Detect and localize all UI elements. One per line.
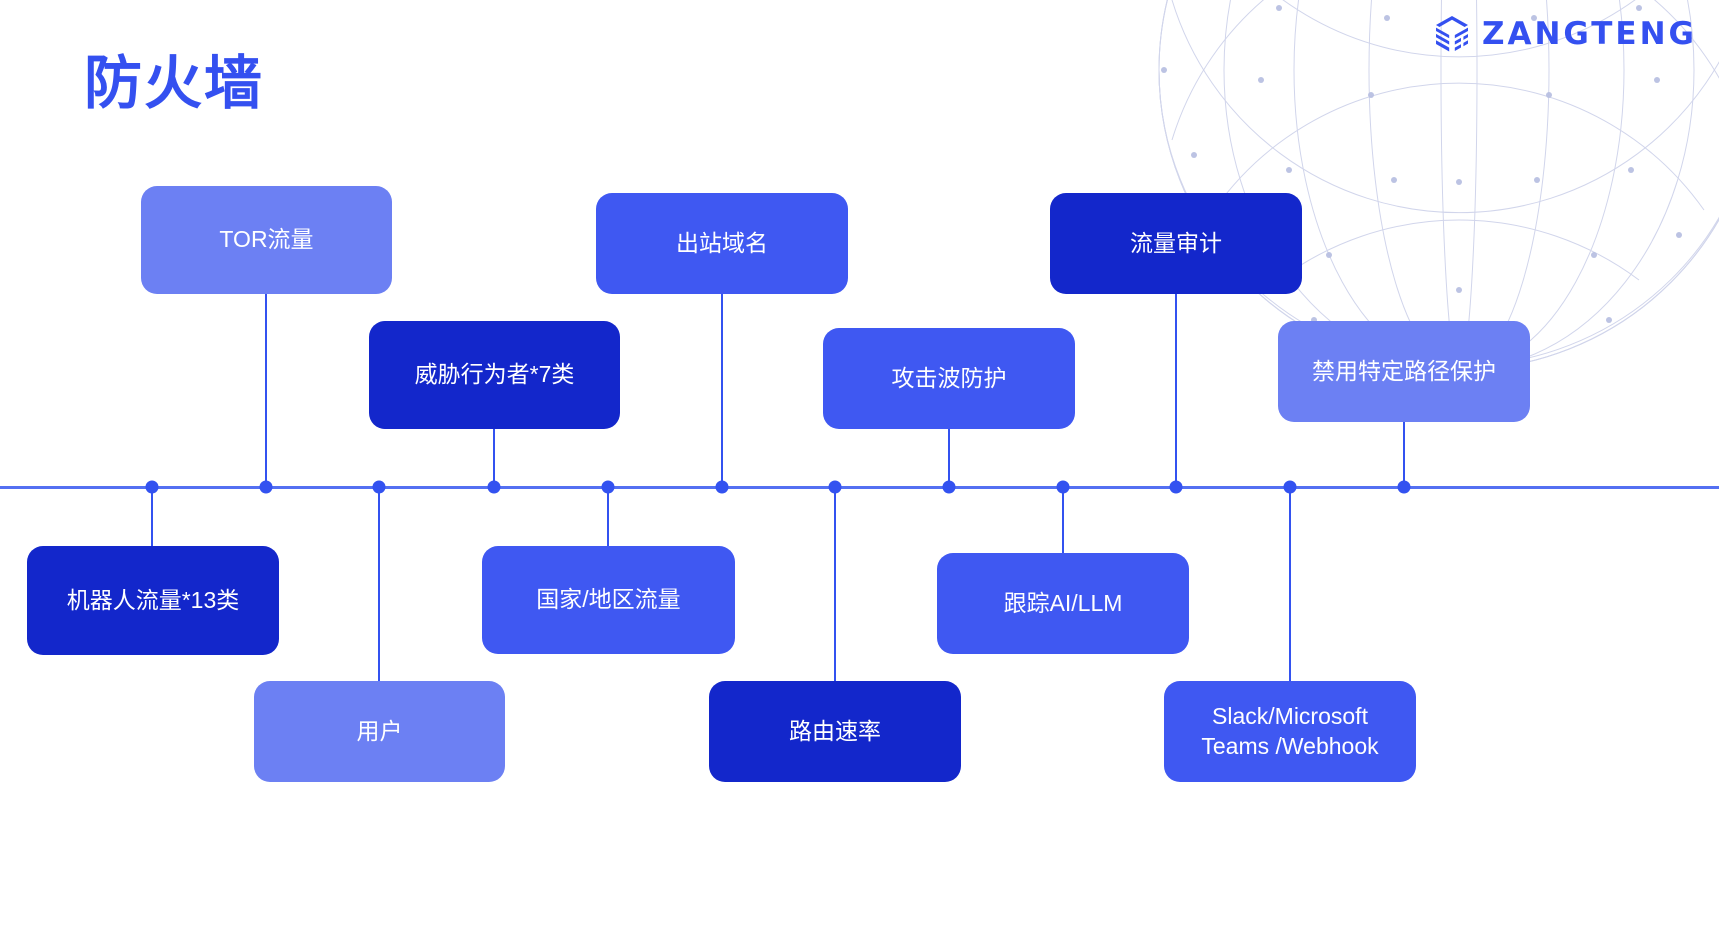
- connector-stem: [607, 487, 609, 546]
- timeline-node-threat-actors[interactable]: [487, 480, 501, 494]
- feature-card-label: 禁用特定路径保护: [1312, 357, 1496, 384]
- feature-card-traffic-audit[interactable]: 流量审计: [1050, 193, 1302, 294]
- page-title: 防火墙: [84, 51, 265, 116]
- feature-card-tor-traffic[interactable]: TOR流量: [141, 186, 392, 294]
- timeline-node-slack-webhook[interactable]: [1283, 480, 1297, 494]
- feature-card-label: 机器人流量*13类: [66, 586, 240, 613]
- connector-stem: [721, 294, 723, 487]
- connector-stem: [834, 487, 836, 681]
- feature-card-bot-traffic[interactable]: 机器人流量*13类: [27, 546, 279, 655]
- feature-card-route-rate[interactable]: 路由速率: [709, 681, 961, 782]
- timeline-node-users[interactable]: [372, 480, 386, 494]
- connector-stem: [493, 429, 495, 487]
- connector-stem: [1289, 487, 1291, 681]
- feature-card-label: 用户: [356, 717, 403, 744]
- timeline-node-traffic-audit[interactable]: [1169, 480, 1183, 494]
- timeline-node-country-traffic[interactable]: [601, 480, 615, 494]
- feature-card-label: 攻击波防护: [891, 364, 1007, 391]
- timeline-node-bot-traffic[interactable]: [145, 480, 159, 494]
- feature-card-label: 出站域名: [676, 229, 768, 256]
- feature-card-track-ai-llm[interactable]: 跟踪AI/LLM: [937, 553, 1189, 654]
- feature-card-outbound-domain[interactable]: 出站域名: [596, 193, 848, 294]
- feature-card-attack-wave[interactable]: 攻击波防护: [823, 328, 1075, 429]
- connector-stem: [151, 487, 153, 546]
- feature-card-threat-actors[interactable]: 威胁行为者*7类: [369, 321, 620, 429]
- timeline-node-route-rate[interactable]: [828, 480, 842, 494]
- timeline-node-path-protect[interactable]: [1397, 480, 1411, 494]
- feature-card-users[interactable]: 用户: [254, 681, 505, 782]
- timeline-node-outbound-domain[interactable]: [715, 480, 729, 494]
- timeline-axis: [0, 486, 1719, 489]
- feature-card-label: 路由速率: [789, 717, 881, 744]
- feature-card-country-traffic[interactable]: 国家/地区流量: [482, 546, 735, 654]
- brand-name: ZANGTENG: [1481, 16, 1697, 52]
- feature-card-path-protect[interactable]: 禁用特定路径保护: [1278, 321, 1530, 422]
- feature-card-label: 国家/地区流量: [536, 586, 681, 613]
- feature-card-label: Slack/Microsoft Teams /Webhook: [1201, 703, 1379, 759]
- connector-stem: [378, 487, 380, 681]
- feature-card-slack-webhook[interactable]: Slack/Microsoft Teams /Webhook: [1164, 681, 1416, 782]
- feature-card-label: 流量审计: [1130, 229, 1222, 256]
- feature-card-label: TOR流量: [219, 226, 314, 253]
- brand-logo: ZANGTENG: [1432, 14, 1697, 54]
- timeline-node-attack-wave[interactable]: [942, 480, 956, 494]
- timeline-node-track-ai-llm[interactable]: [1056, 480, 1070, 494]
- cube-icon: [1432, 14, 1472, 54]
- feature-card-label: 威胁行为者*7类: [414, 361, 575, 388]
- feature-card-label: 跟踪AI/LLM: [1003, 589, 1123, 616]
- connector-stem: [1403, 422, 1405, 487]
- timeline-node-tor-traffic[interactable]: [259, 480, 273, 494]
- connector-stem: [948, 429, 950, 487]
- connector-stem: [1062, 487, 1064, 553]
- connector-stem: [1175, 294, 1177, 487]
- connector-stem: [265, 294, 267, 487]
